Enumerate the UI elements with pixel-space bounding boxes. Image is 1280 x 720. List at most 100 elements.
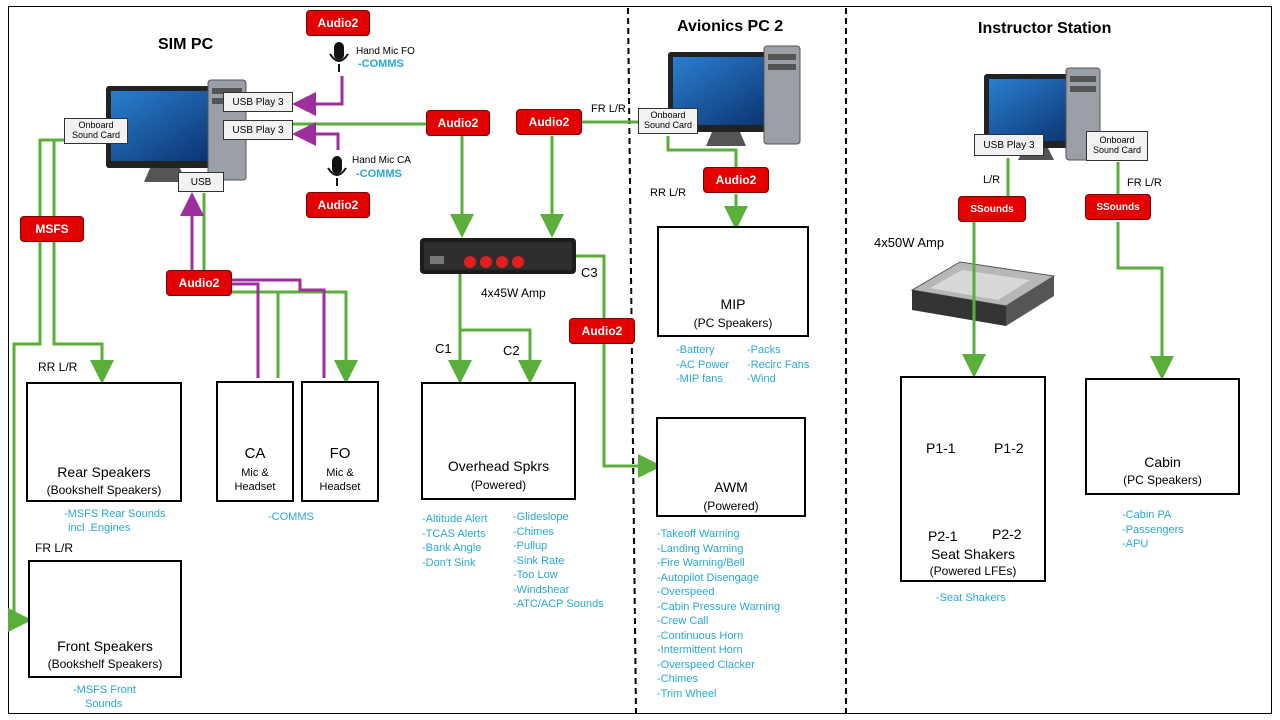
seat-shaker-p1-2: P1-2 (994, 440, 1024, 456)
awm-list-item: -Landing Warning (657, 542, 744, 555)
fo-sub-2: Headset (319, 481, 361, 493)
rear-sounds-line-1: -MSFS Rear Sounds (64, 508, 166, 520)
section-title-sim-pc: SIM PC (158, 36, 214, 53)
audio2-avionics-to-amp: Audio2 (516, 109, 582, 135)
overhead-list-2-item: -ATC/ACP Sounds (513, 598, 604, 610)
overhead-title: Overhead Spkrs (447, 458, 550, 474)
overhead-list-1-item: -Don't Sink (422, 556, 476, 569)
awm-subtitle: (Powered) (703, 499, 759, 513)
seat-list-item: -Seat Shakers (936, 592, 1006, 604)
headset-comms: -COMMS (268, 511, 314, 523)
amp-4x50w-icon (910, 261, 1056, 326)
overhead-list-2-item: -Pullup (513, 540, 548, 552)
sim-onboard-sound-card: Onboard Sound Card (64, 118, 128, 144)
section-title-instructor-station: Instructor Station (978, 20, 1112, 37)
sim-usb-play3-a: USB Play 3 (223, 92, 293, 112)
green-wires (8, 120, 1174, 632)
seat-shakers-title: Seat Shakers (930, 546, 1016, 562)
instructor-fr-lr-label: FR L/R (1127, 177, 1162, 189)
mip-speakers-box: MIP (PC Speakers) (657, 226, 809, 337)
awm-speaker-box: AWM (Powered) (656, 417, 806, 517)
mip-list-1: -Battery -AC Power -MIP fans (676, 343, 729, 387)
audio2-avionics-mip: Audio2 (703, 167, 769, 193)
seat-shakers-box: P1-1 P1-2 P2-1 P2-2 Seat Shakers (Powere… (900, 376, 1046, 582)
audio2-c3-to-awm: Audio2 (569, 318, 635, 344)
overhead-list-2-item: -Too Low (513, 569, 558, 581)
cabin-list: -Cabin PA -Passengers -APU (1122, 508, 1184, 552)
instructor-lr-label: L/R (983, 174, 1001, 186)
mip-list-2-item: -Packs (747, 344, 781, 356)
awm-title: AWM (714, 479, 748, 495)
fo-title: FO (329, 445, 351, 462)
mip-list-1-item: -Battery (676, 344, 715, 356)
amp-4x50w-label: 4x50W Amp (874, 235, 945, 250)
overhead-list-1: -Altitude Alert -TCAS Alerts -Bank Angle… (422, 512, 487, 570)
mip-list-2-item: -Wind (747, 373, 776, 385)
awm-list-item: -Crew Call (657, 615, 709, 627)
ca-sub-1: Mic & (241, 467, 269, 479)
amp-4x45w-icon (420, 238, 576, 274)
audio2-hand-mic-ca: Audio2 (306, 192, 370, 218)
awm-list-item: -Overspeed (657, 586, 715, 598)
awm-list-item: -Takeoff Warning (657, 528, 740, 540)
awm-list-item: -Chimes (657, 673, 698, 685)
rear-speakers-title: Rear Speakers (57, 464, 151, 480)
awm-list-item: -Fire Warning/Bell (657, 557, 745, 569)
front-fr-lr-label: FR L/R (35, 541, 74, 555)
cabin-title: Cabin (1144, 454, 1181, 470)
mip-subtitle: (PC Speakers) (693, 316, 773, 330)
instructor-usb-play3: USB Play 3 (974, 134, 1044, 156)
channel-c1-label: C1 (435, 341, 452, 356)
instructor-pc-computer-icon (984, 67, 1101, 161)
rear-rr-lr-label: RR L/R (38, 360, 78, 374)
seat-shaker-p2-2: P2-2 (992, 526, 1022, 542)
ca-headset-box: CA Mic & Headset (216, 381, 294, 502)
ca-title: CA (244, 445, 266, 462)
mip-list-1-item: -MIP fans (676, 373, 723, 385)
front-sounds-line-2: Sounds (85, 698, 123, 710)
sim-usb-play3-b: USB Play 3 (223, 120, 293, 140)
hand-mic-ca-label: Hand Mic CA (352, 155, 411, 166)
hand-mic-fo-icon (329, 42, 349, 72)
avionics-onboard-sound-card: Onboard Sound Card (638, 108, 698, 134)
ssounds-seat: SSounds (958, 196, 1026, 222)
front-sounds-line-1: -MSFS Front (73, 684, 136, 696)
hand-mic-fo-comms: -COMMS (358, 58, 404, 70)
overhead-list-1-item: -Altitude Alert (422, 513, 488, 525)
front-speakers-title: Front Speakers (57, 638, 153, 654)
hand-mic-ca-icon (327, 156, 347, 186)
channel-c3-label: C3 (581, 265, 598, 280)
fo-sub-1: Mic & (326, 467, 354, 479)
awm-list-item: -Intermittent Horn (657, 644, 743, 656)
ca-sub-2: Headset (234, 481, 276, 493)
awm-list: -Takeoff Warning -Landing Warning -Fire … (657, 527, 780, 701)
avionics-fr-lr-label: FR L/R (591, 103, 626, 115)
overhead-list-2-item: -Glideslope (513, 511, 569, 523)
overhead-list-2: -Glideslope -Chimes -Pullup -Sink Rate -… (513, 510, 604, 612)
rear-speakers-box: Rear Speakers (Bookshelf Speakers) (26, 382, 182, 502)
rear-speakers-subtitle: (Bookshelf Speakers) (46, 483, 162, 497)
section-title-avionics-pc2: Avionics PC 2 (677, 18, 784, 35)
overhead-list-2-item: -Sink Rate (513, 554, 565, 567)
cabin-list-item: -Cabin PA (1122, 509, 1172, 521)
overhead-list-2-item: -Windshear (513, 583, 570, 596)
audio2-headset-hub: Audio2 (166, 270, 232, 296)
cabin-subtitle: (PC Speakers) (1123, 473, 1202, 487)
overhead-subtitle: (Powered) (470, 478, 527, 492)
hand-mic-ca-comms: -COMMS (356, 168, 402, 180)
divider-left (627, 7, 637, 715)
fo-headset-box: FO Mic & Headset (301, 381, 379, 502)
cabin-speakers-box: Cabin (PC Speakers) (1085, 378, 1240, 495)
channel-c2-label: C2 (503, 343, 520, 358)
mip-list-2-item: -Recirc Fans (747, 358, 810, 371)
ssounds-cabin: SSounds (1085, 194, 1151, 220)
purple-wires (180, 76, 344, 378)
awm-list-item: -Continuous Horn (657, 629, 744, 642)
awm-list-item: -Overspeed Clacker (657, 658, 755, 671)
amp-4x45w-label: 4x45W Amp (481, 286, 546, 300)
awm-list-item: -Autopilot Disengage (657, 571, 760, 584)
hand-mic-fo-label: Hand Mic FO (356, 46, 415, 57)
rear-sounds-line-2: incl .Engines (68, 522, 131, 534)
overhead-list-1-item: -Bank Angle (422, 542, 482, 554)
sim-usb-port: USB (178, 172, 224, 192)
